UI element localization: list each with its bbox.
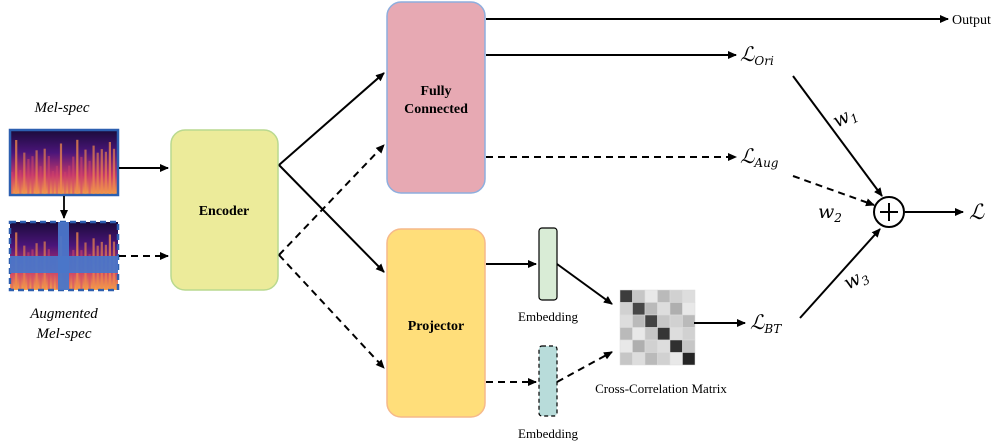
embedding-original-label: Embedding bbox=[518, 309, 578, 324]
plus-circle-icon bbox=[873, 196, 905, 228]
mel-spectrogram bbox=[8, 128, 120, 197]
encoder-label: Encoder bbox=[199, 204, 250, 219]
matrix-cell bbox=[669, 339, 683, 353]
matrix-cell bbox=[619, 327, 633, 341]
matrix-cell bbox=[657, 327, 671, 341]
fc-label-line2: Connected bbox=[404, 102, 468, 117]
matrix-cell bbox=[669, 314, 683, 328]
matrix-cell bbox=[644, 302, 658, 316]
matrix-cell bbox=[632, 327, 646, 341]
encoder-to-fc-arrow bbox=[278, 72, 385, 166]
matrix-cell bbox=[669, 302, 683, 316]
loss-ori: ℒOri bbox=[740, 42, 774, 68]
embedding-to-matrix-arrow bbox=[556, 263, 613, 305]
matrix-cell bbox=[644, 352, 658, 366]
embedding-original bbox=[538, 227, 558, 301]
matrix-cell bbox=[682, 302, 696, 316]
matrix-cell bbox=[644, 339, 658, 353]
augmented-label-line2: Mel-spec bbox=[36, 326, 92, 342]
matrix-cell bbox=[669, 289, 683, 303]
loss-ori-to-sum-arrow bbox=[792, 75, 883, 197]
matrix-cell bbox=[657, 289, 671, 303]
matrix-cell bbox=[644, 314, 658, 328]
matrix-cell bbox=[682, 314, 696, 328]
matrix-cell bbox=[657, 302, 671, 316]
loss-aug: ℒAug bbox=[740, 144, 779, 170]
fc-label-line1: Fully bbox=[420, 84, 451, 99]
matrix-cell bbox=[657, 339, 671, 353]
time-mask-band bbox=[58, 222, 69, 290]
matrix-cell bbox=[619, 302, 633, 316]
matrix-cell bbox=[682, 289, 696, 303]
matrix-cell bbox=[657, 352, 671, 366]
loss-total: ℒ bbox=[969, 200, 985, 224]
projector-label: Projector bbox=[408, 319, 464, 334]
weight-w2: w2 bbox=[818, 201, 842, 225]
matrix-cell bbox=[644, 327, 658, 341]
matrix-cell bbox=[619, 352, 633, 366]
matrix-cell bbox=[632, 302, 646, 316]
matrix-cell bbox=[619, 339, 633, 353]
matrix-cell bbox=[657, 314, 671, 328]
embedding-augmented bbox=[538, 345, 558, 417]
augmented-mel-spectrogram bbox=[8, 220, 120, 292]
loss-aug-to-sum-arrow bbox=[792, 175, 875, 207]
encoder-to-fc-dashed-arrow bbox=[278, 144, 385, 256]
matrix-cell bbox=[682, 339, 696, 353]
augmented-label-line1: Augmented bbox=[29, 306, 98, 322]
cross-correlation-matrix-label: Cross-Correlation Matrix bbox=[595, 381, 727, 396]
output-label: Output bbox=[952, 13, 991, 28]
cross-correlation-matrix bbox=[619, 289, 696, 366]
projector-block: Projector bbox=[386, 228, 486, 418]
encoder-to-projector-arrow bbox=[278, 164, 385, 273]
matrix-cell bbox=[682, 327, 696, 341]
encoder-block: Encoder bbox=[170, 129, 279, 291]
matrix-cell bbox=[644, 289, 658, 303]
embedding-to-matrix-dashed-arrow bbox=[556, 351, 613, 383]
loss-bt-to-sum-arrow bbox=[799, 228, 881, 319]
matrix-cell bbox=[669, 327, 683, 341]
matrix-cell bbox=[632, 352, 646, 366]
matrix-cell bbox=[619, 314, 633, 328]
matrix-cell bbox=[682, 352, 696, 366]
matrix-cell bbox=[632, 339, 646, 353]
encoder-to-projector-dashed-arrow bbox=[278, 254, 385, 369]
mel-spec-label: Mel-spec bbox=[34, 100, 90, 116]
loss-bt: ℒBT bbox=[750, 310, 782, 336]
embedding-augmented-label: Embedding bbox=[518, 426, 578, 441]
matrix-cell bbox=[669, 352, 683, 366]
matrix-cell bbox=[619, 289, 633, 303]
matrix-cell bbox=[632, 289, 646, 303]
weight-w1: w1 bbox=[829, 102, 861, 134]
fully-connected-block: Fully Connected bbox=[386, 1, 486, 194]
matrix-cell bbox=[632, 314, 646, 328]
